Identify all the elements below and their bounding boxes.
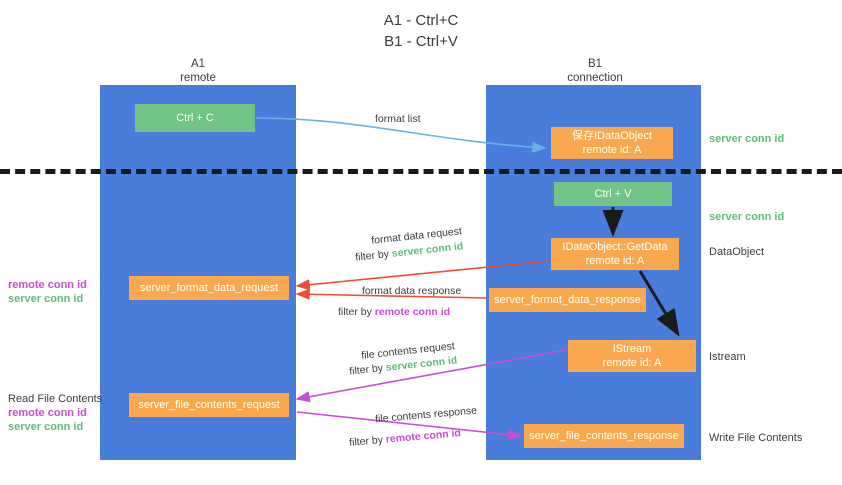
column-header-b1: B1 connection <box>535 57 655 85</box>
side-label-write-file-contents-text: Write File Contents <box>709 432 803 444</box>
filter-prefix: filter by <box>348 433 387 449</box>
side-label-dataobject-text: DataObject <box>709 246 765 258</box>
edge-format-data-request <box>295 260 550 291</box>
edge-label-format-data-response-text: format data response <box>362 285 462 297</box>
page-title: A1 - Ctrl+C B1 - Ctrl+V <box>0 10 842 52</box>
node-server-file-contents-request-label: server_file_contents_request <box>138 399 280 411</box>
title-line-1: A1 - Ctrl+C <box>383 12 459 29</box>
edge-getdata-to-istream <box>638 270 680 337</box>
node-istream[interactable]: IStream remote id: A <box>568 340 696 372</box>
filter-prefix: filter by <box>338 306 375 318</box>
node-save-idataobject-label: 保存IDataObject <box>571 130 653 142</box>
side-label-conn-ids-upper: remote conn id server conn id <box>8 278 87 306</box>
node-istream-label: IStream <box>612 343 652 355</box>
side-label-server-conn-id-mid-text: server conn id <box>709 211 785 223</box>
side-label-write-file-contents: Write File Contents <box>709 431 802 445</box>
column-header-a1: A1 remote <box>140 57 256 85</box>
edge-format-list <box>255 117 547 153</box>
edge-label-format-data-response-filter: filter by remote conn id <box>338 305 450 319</box>
edge-format-data-response <box>295 288 488 300</box>
node-server-format-data-request[interactable]: server_format_data_request <box>129 276 289 300</box>
node-idataobject-getdata-label: IDataObject::GetData <box>562 241 668 253</box>
side-label-remote-conn-id-text: remote conn id <box>8 279 87 291</box>
node-server-format-data-request-label: server_format_data_request <box>139 282 279 294</box>
filter-value-remote-conn-id: remote conn id <box>374 306 451 318</box>
node-ctrl-c[interactable]: Ctrl + C <box>135 104 255 132</box>
side-label-read-file-contents-text: Read File Contents <box>8 393 103 405</box>
side-label-read-file-contents: Read File Contents remote conn id server… <box>8 392 102 434</box>
edge-label-format-data-response: format data response <box>362 284 461 298</box>
divider-dashed-line <box>0 169 842 174</box>
side-label-server-conn-id-top-text: server conn id <box>709 133 785 145</box>
node-idataobject-getdata[interactable]: IDataObject::GetData remote id: A <box>551 238 679 270</box>
node-server-file-contents-response-label: server_file_contents_response <box>529 430 679 442</box>
side-label-server-conn-id-mid: server conn id <box>709 210 784 224</box>
edge-label-format-list-text: format list <box>375 113 421 125</box>
side-label-server-conn-id-text: server conn id <box>8 293 84 305</box>
side-label-server-conn-id-text-2: server conn id <box>8 421 84 433</box>
node-server-file-contents-request[interactable]: server_file_contents_request <box>129 393 289 417</box>
side-label-remote-conn-id-text-2: remote conn id <box>8 407 87 419</box>
column-a1-name: A1 <box>190 58 206 70</box>
node-ctrl-v-label: Ctrl + V <box>594 188 632 200</box>
node-server-format-data-response[interactable]: server_format_data_response <box>489 288 646 312</box>
node-istream-sub: remote id: A <box>602 357 662 369</box>
edge-label-format-list: format list <box>375 112 421 126</box>
node-server-format-data-response-label: server_format_data_response <box>494 294 641 306</box>
node-ctrl-c-label: Ctrl + C <box>176 112 214 124</box>
side-label-server-conn-id-top: server conn id <box>709 132 784 146</box>
node-save-idataobject-sub: remote id: A <box>582 144 642 156</box>
node-idataobject-getdata-sub: remote id: A <box>585 255 645 267</box>
title-line-2: B1 - Ctrl+V <box>384 33 458 50</box>
side-label-istream-text: Istream <box>709 351 746 363</box>
side-label-dataobject: DataObject <box>709 245 764 259</box>
column-b1-name: B1 <box>587 58 603 70</box>
filter-prefix: filter by <box>354 247 393 264</box>
edge-file-contents-response <box>296 411 523 441</box>
side-label-istream: Istream <box>709 350 746 364</box>
column-b1-subtitle: connection <box>567 72 623 84</box>
node-ctrl-v[interactable]: Ctrl + V <box>554 182 672 206</box>
edge-file-contents-request <box>295 349 567 403</box>
filter-prefix: filter by <box>348 361 387 378</box>
node-server-file-contents-response[interactable]: server_file_contents_response <box>524 424 684 448</box>
column-a1-subtitle: remote <box>180 72 216 84</box>
node-save-idataobject[interactable]: 保存IDataObject remote id: A <box>551 127 673 159</box>
